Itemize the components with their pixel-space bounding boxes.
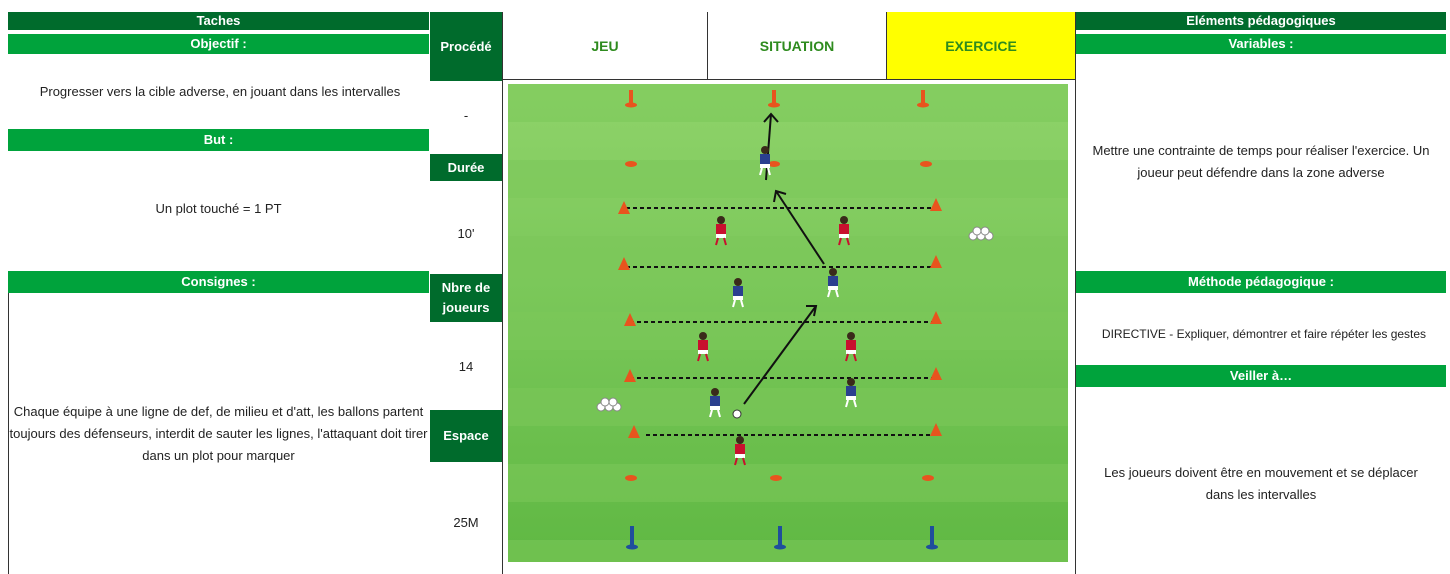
objectif-header: Objectif : — [8, 34, 429, 54]
disc-marker — [625, 475, 637, 481]
left-border — [8, 293, 9, 574]
methode-header: Méthode pédagogique : — [1076, 271, 1446, 293]
duree-label: Durée — [430, 154, 502, 181]
procede-value: - — [463, 108, 469, 123]
veiller-header: Veiller à… — [1076, 365, 1446, 387]
consignes-header: Consignes : — [8, 271, 429, 293]
disc-marker — [922, 475, 934, 481]
elements-header: Eléments pédagogiques — [1076, 12, 1446, 30]
joueurs-label-line1: Nbre de — [441, 280, 491, 295]
espace-value: 25M — [453, 515, 479, 530]
field-diagram — [508, 84, 1068, 562]
duree-value: 10' — [457, 226, 475, 241]
espace-label: Espace — [430, 410, 502, 462]
type-situation: SITUATION — [759, 37, 835, 54]
veiller-text: Les joueurs doivent être en mouvement et… — [1104, 465, 1418, 502]
joueurs-label-line2: joueurs — [442, 300, 490, 315]
type-divider-2 — [886, 12, 887, 79]
disc-marker — [770, 475, 782, 481]
but-text: Un plot touché = 1 PT — [155, 201, 282, 216]
pitch-stripes — [508, 84, 1068, 562]
type-divider-1 — [707, 12, 708, 79]
joueurs-label: Nbre de joueurs — [430, 274, 502, 322]
methode-text: DIRECTIVE - Expliquer, démontrer et fair… — [1101, 327, 1427, 341]
joueurs-value: 14 — [458, 359, 474, 374]
type-exercice-selected: EXERCICE — [887, 12, 1075, 79]
but-header: But : — [8, 129, 429, 151]
type-jeu: JEU — [591, 37, 619, 54]
taches-header: Taches — [8, 12, 429, 30]
variables-header: Variables : — [1076, 34, 1446, 54]
pass-arrows — [743, 112, 825, 405]
type-row-bottom — [503, 79, 1075, 80]
disc-marker — [625, 161, 637, 167]
zone-lines — [626, 207, 936, 436]
right-divider — [1075, 12, 1076, 574]
consignes-text: Chaque équipe à une ligne de def, de mil… — [9, 404, 428, 463]
variables-text: Mettre une contrainte de temps pour réal… — [1092, 143, 1430, 180]
procede-label: Procédé — [430, 12, 502, 81]
objectif-text: Progresser vers la cible adverse, en jou… — [39, 84, 401, 99]
disc-marker — [920, 161, 932, 167]
mid-border — [502, 12, 503, 574]
ball — [732, 409, 742, 419]
